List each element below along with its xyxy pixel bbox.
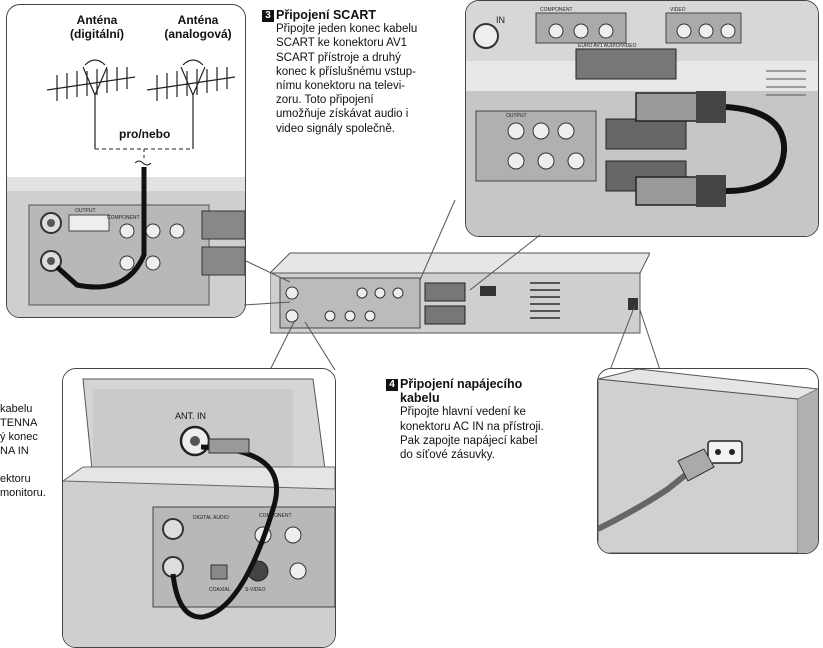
power-connection-panel: [597, 368, 819, 554]
ant-in-connection-panel: ANT. IN DIGITAL AUDIO COMPONENT COAXIAL …: [62, 368, 336, 648]
ant-in-label: ANT. IN: [175, 411, 206, 421]
antenna-illustration: OUTPUT COMPONENT: [7, 59, 245, 317]
output-top-label: OUTPUT: [506, 113, 527, 119]
coaxial-label: COAXIAL: [209, 587, 231, 593]
ac-in-socket: [707, 440, 743, 464]
output-label: OUTPUT: [75, 208, 96, 214]
component-bottom-label: COMPONENT: [259, 513, 292, 519]
ant-in-illustration: ANT. IN DIGITAL AUDIO COMPONENT COAXIAL …: [63, 369, 335, 647]
left-fragment-text: kabelu TENNA ý konec NA IN ektoru monito…: [0, 403, 46, 499]
analog-antenna-icon: [146, 59, 236, 149]
power-description: Připojte hlavní vedení ke konektoru AC I…: [400, 406, 544, 462]
video-label: VIDEO: [670, 7, 686, 13]
euro-av1-label: EURO AV1 AUDIO/VIDEO: [578, 43, 637, 49]
component-top-label: COMPONENT: [540, 7, 573, 13]
dvd-recorder-device: [270, 252, 650, 334]
in-label: IN: [496, 15, 505, 25]
scart-connection-panel: IN COMPONENT VIDEO EURO AV1 AUDIO/VIDEO …: [465, 0, 819, 237]
component-label: COMPONENT: [107, 215, 140, 221]
antenna-digital-label: Anténa (digitální): [70, 13, 124, 41]
digital-audio-label: DIGITAL AUDIO: [193, 515, 229, 521]
scart-description: Připojte jeden konec kabelu SCART ke kon…: [276, 23, 418, 135]
step-number-3: 3: [262, 10, 274, 22]
power-illustration: [598, 369, 818, 553]
power-heading-line2: kabelu: [400, 391, 440, 406]
antenna-connection-panel: Anténa (digitální) Anténa (analogová): [6, 4, 246, 318]
digital-antenna-icon: [46, 59, 136, 149]
or-label: pro/nebo: [119, 127, 171, 141]
step-number-4: 4: [386, 379, 398, 391]
s-video-label: S-VIDEO: [245, 587, 266, 593]
antenna-analog-label: Anténa (analogová): [164, 13, 232, 41]
scart-illustration: IN COMPONENT VIDEO EURO AV1 AUDIO/VIDEO …: [466, 1, 818, 236]
